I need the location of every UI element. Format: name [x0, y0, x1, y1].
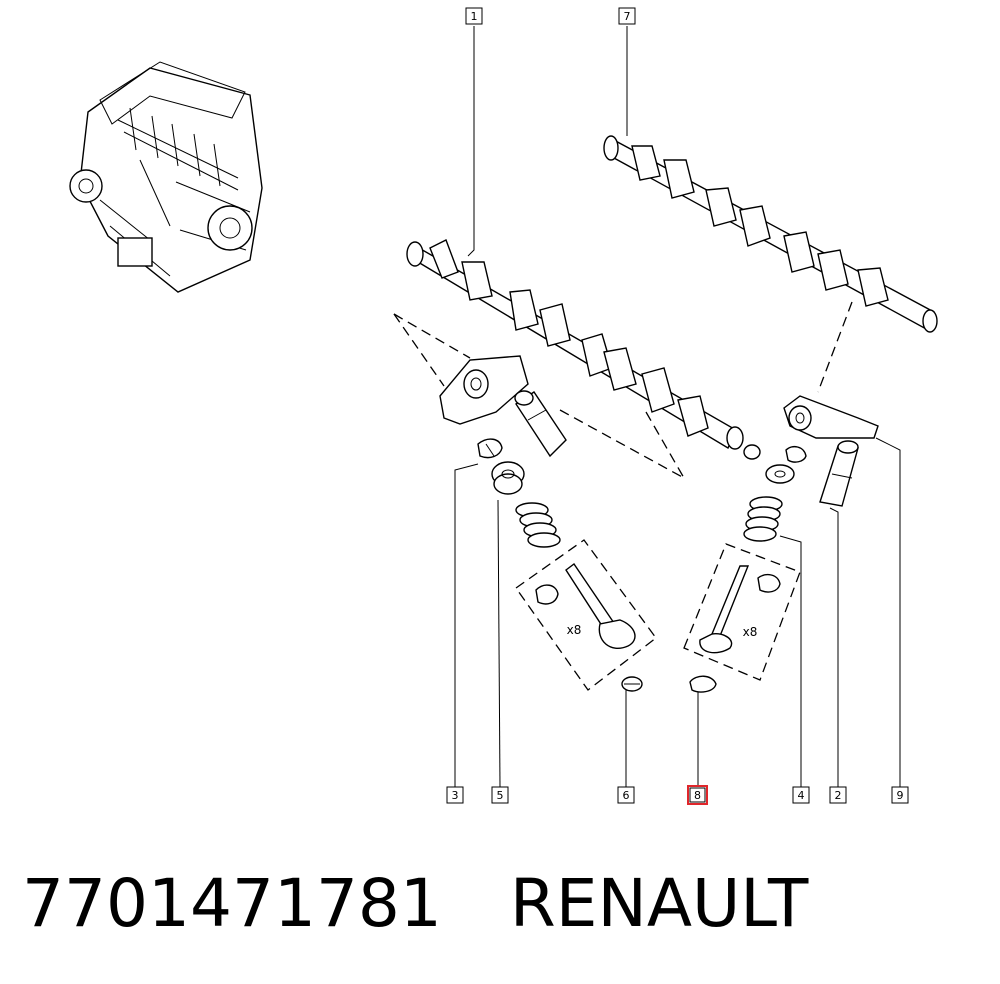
callout-label-4: 4	[798, 789, 805, 802]
callout-3[interactable]: 3	[446, 786, 464, 804]
rocker-arm-left	[439, 355, 529, 425]
callout-label-9: 9	[897, 789, 904, 802]
callout-4[interactable]: 4	[792, 786, 810, 804]
callout-9[interactable]: 9	[891, 786, 909, 804]
part-number: 7701471781	[22, 864, 442, 942]
callout-label-1: 1	[471, 10, 478, 23]
quantity-label-left: x8	[567, 623, 582, 637]
callout-label-6: 6	[623, 789, 630, 802]
callout-5[interactable]: 5	[491, 786, 509, 804]
callout-label-8: 8	[694, 789, 701, 802]
dashed-guides	[393, 301, 853, 691]
spring-retainer-left	[491, 461, 525, 495]
leader-lines	[454, 26, 901, 788]
valve-right: x8	[699, 565, 781, 654]
hydraulic-tappet-left	[514, 390, 567, 458]
callout-label-7: 7	[624, 10, 631, 23]
hydraulic-tappet-right	[819, 440, 859, 507]
exploded-parts-diagram: x8 x8	[69, 7, 938, 805]
callout-2[interactable]: 2	[829, 786, 847, 804]
callout-6[interactable]: 6	[617, 786, 635, 804]
callout-label-2: 2	[835, 789, 842, 802]
callout-label-5: 5	[497, 789, 504, 802]
quantity-label-right: x8	[743, 625, 758, 639]
camshaft-1	[406, 239, 744, 450]
valve-stem-seal-left	[621, 676, 643, 692]
valve-left: x8	[535, 562, 636, 649]
callout-8[interactable]: 8	[687, 785, 708, 805]
valve-seal-right	[689, 675, 717, 693]
callout-1[interactable]: 1	[465, 7, 483, 25]
spring-retainer-right	[743, 444, 807, 484]
valve-spring-left	[515, 502, 561, 548]
camshaft-7	[603, 135, 938, 333]
part-caption: 7701471781 RENAULT	[22, 858, 808, 948]
valve-keeper-left	[477, 438, 503, 459]
brand-name: RENAULT	[509, 864, 809, 942]
callout-label-3: 3	[452, 789, 459, 802]
valve-spring-right	[743, 496, 783, 542]
engine-thumbnail	[69, 61, 263, 293]
rocker-arm-right	[783, 395, 879, 439]
callout-7[interactable]: 7	[618, 7, 636, 25]
